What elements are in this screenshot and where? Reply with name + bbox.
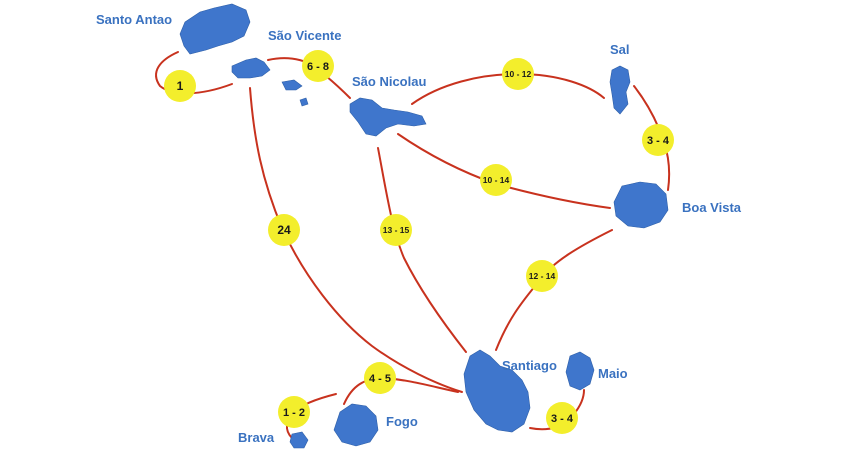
badge-sao-vicente-santiago: 24: [268, 214, 300, 246]
route-boa-vista-santiago: [495, 229, 613, 351]
badge-text-boa-vista-santiago: 12 - 14: [529, 271, 556, 281]
routes-layer: [155, 51, 671, 439]
badge-text-santiago-fogo: 4 - 5: [369, 373, 391, 385]
labels-layer: Santo Antao São Vicente São Nicolau Sal …: [96, 12, 742, 445]
badges-layer: 1 6 - 8 10 - 12 3 - 4 10 - 14 24: [164, 50, 674, 434]
badge-santiago-fogo: 4 - 5: [364, 362, 396, 394]
badge-sao-nicolau-boa-vista: 10 - 14: [480, 164, 512, 196]
ilheu-islet: [299, 97, 309, 107]
badge-sal-boa-vista: 3 - 4: [642, 124, 674, 156]
fogo-island: [333, 403, 379, 447]
maio-island: [565, 351, 595, 391]
badge-sao-nicolau-santiago: 13 - 15: [380, 214, 412, 246]
badge-sao-vicente-sao-nicolau: 6 - 8: [302, 50, 334, 82]
badge-sao-nicolau-sal: 10 - 12: [502, 58, 534, 90]
islands-layer: [179, 3, 669, 449]
badge-fogo-brava: 1 - 2: [278, 396, 310, 428]
label-santiago: Santiago: [502, 358, 557, 373]
route-sao-vicente-santiago: [249, 87, 463, 393]
label-fogo: Fogo: [386, 414, 418, 429]
route-santiago-fogo: [343, 376, 459, 405]
boa-vista-island: [613, 181, 669, 229]
badge-text-sao-nicolau-santiago: 13 - 15: [383, 225, 410, 235]
label-sao-vicente: São Vicente: [268, 28, 341, 43]
badge-text-sao-vicente-sao-nicolau: 6 - 8: [307, 61, 329, 73]
badge-santiago-maio: 3 - 4: [546, 402, 578, 434]
badge-text-santo-antao-sao-vicente: 1: [177, 79, 184, 93]
badge-santo-antao-sao-vicente: 1: [164, 70, 196, 102]
label-maio: Maio: [598, 366, 628, 381]
badge-text-sao-nicolau-boa-vista: 10 - 14: [483, 175, 510, 185]
badge-text-fogo-brava: 1 - 2: [283, 407, 305, 419]
label-santo-antao: Santo Antao: [96, 12, 172, 27]
santiago-island: [463, 349, 531, 433]
santa-luzia-islet: [281, 79, 303, 91]
route-sao-nicolau-santiago: [377, 147, 467, 353]
sao-vicente-island: [231, 57, 271, 79]
badge-boa-vista-santiago: 12 - 14: [526, 260, 558, 292]
badge-text-santiago-maio: 3 - 4: [551, 413, 574, 425]
route-santo-antao-sao-vicente: [155, 51, 233, 95]
brava-island: [289, 431, 309, 449]
label-boa-vista: Boa Vista: [682, 200, 742, 215]
sal-island: [609, 65, 631, 115]
label-sao-nicolau: São Nicolau: [352, 74, 426, 89]
badge-text-sao-nicolau-sal: 10 - 12: [505, 69, 532, 79]
sao-nicolau-island: [349, 97, 427, 137]
label-sal: Sal: [610, 42, 630, 57]
badge-text-sao-vicente-santiago: 24: [277, 223, 291, 237]
santo-antao-island: [179, 3, 251, 55]
label-brava: Brava: [238, 430, 275, 445]
badge-text-sal-boa-vista: 3 - 4: [647, 135, 670, 147]
